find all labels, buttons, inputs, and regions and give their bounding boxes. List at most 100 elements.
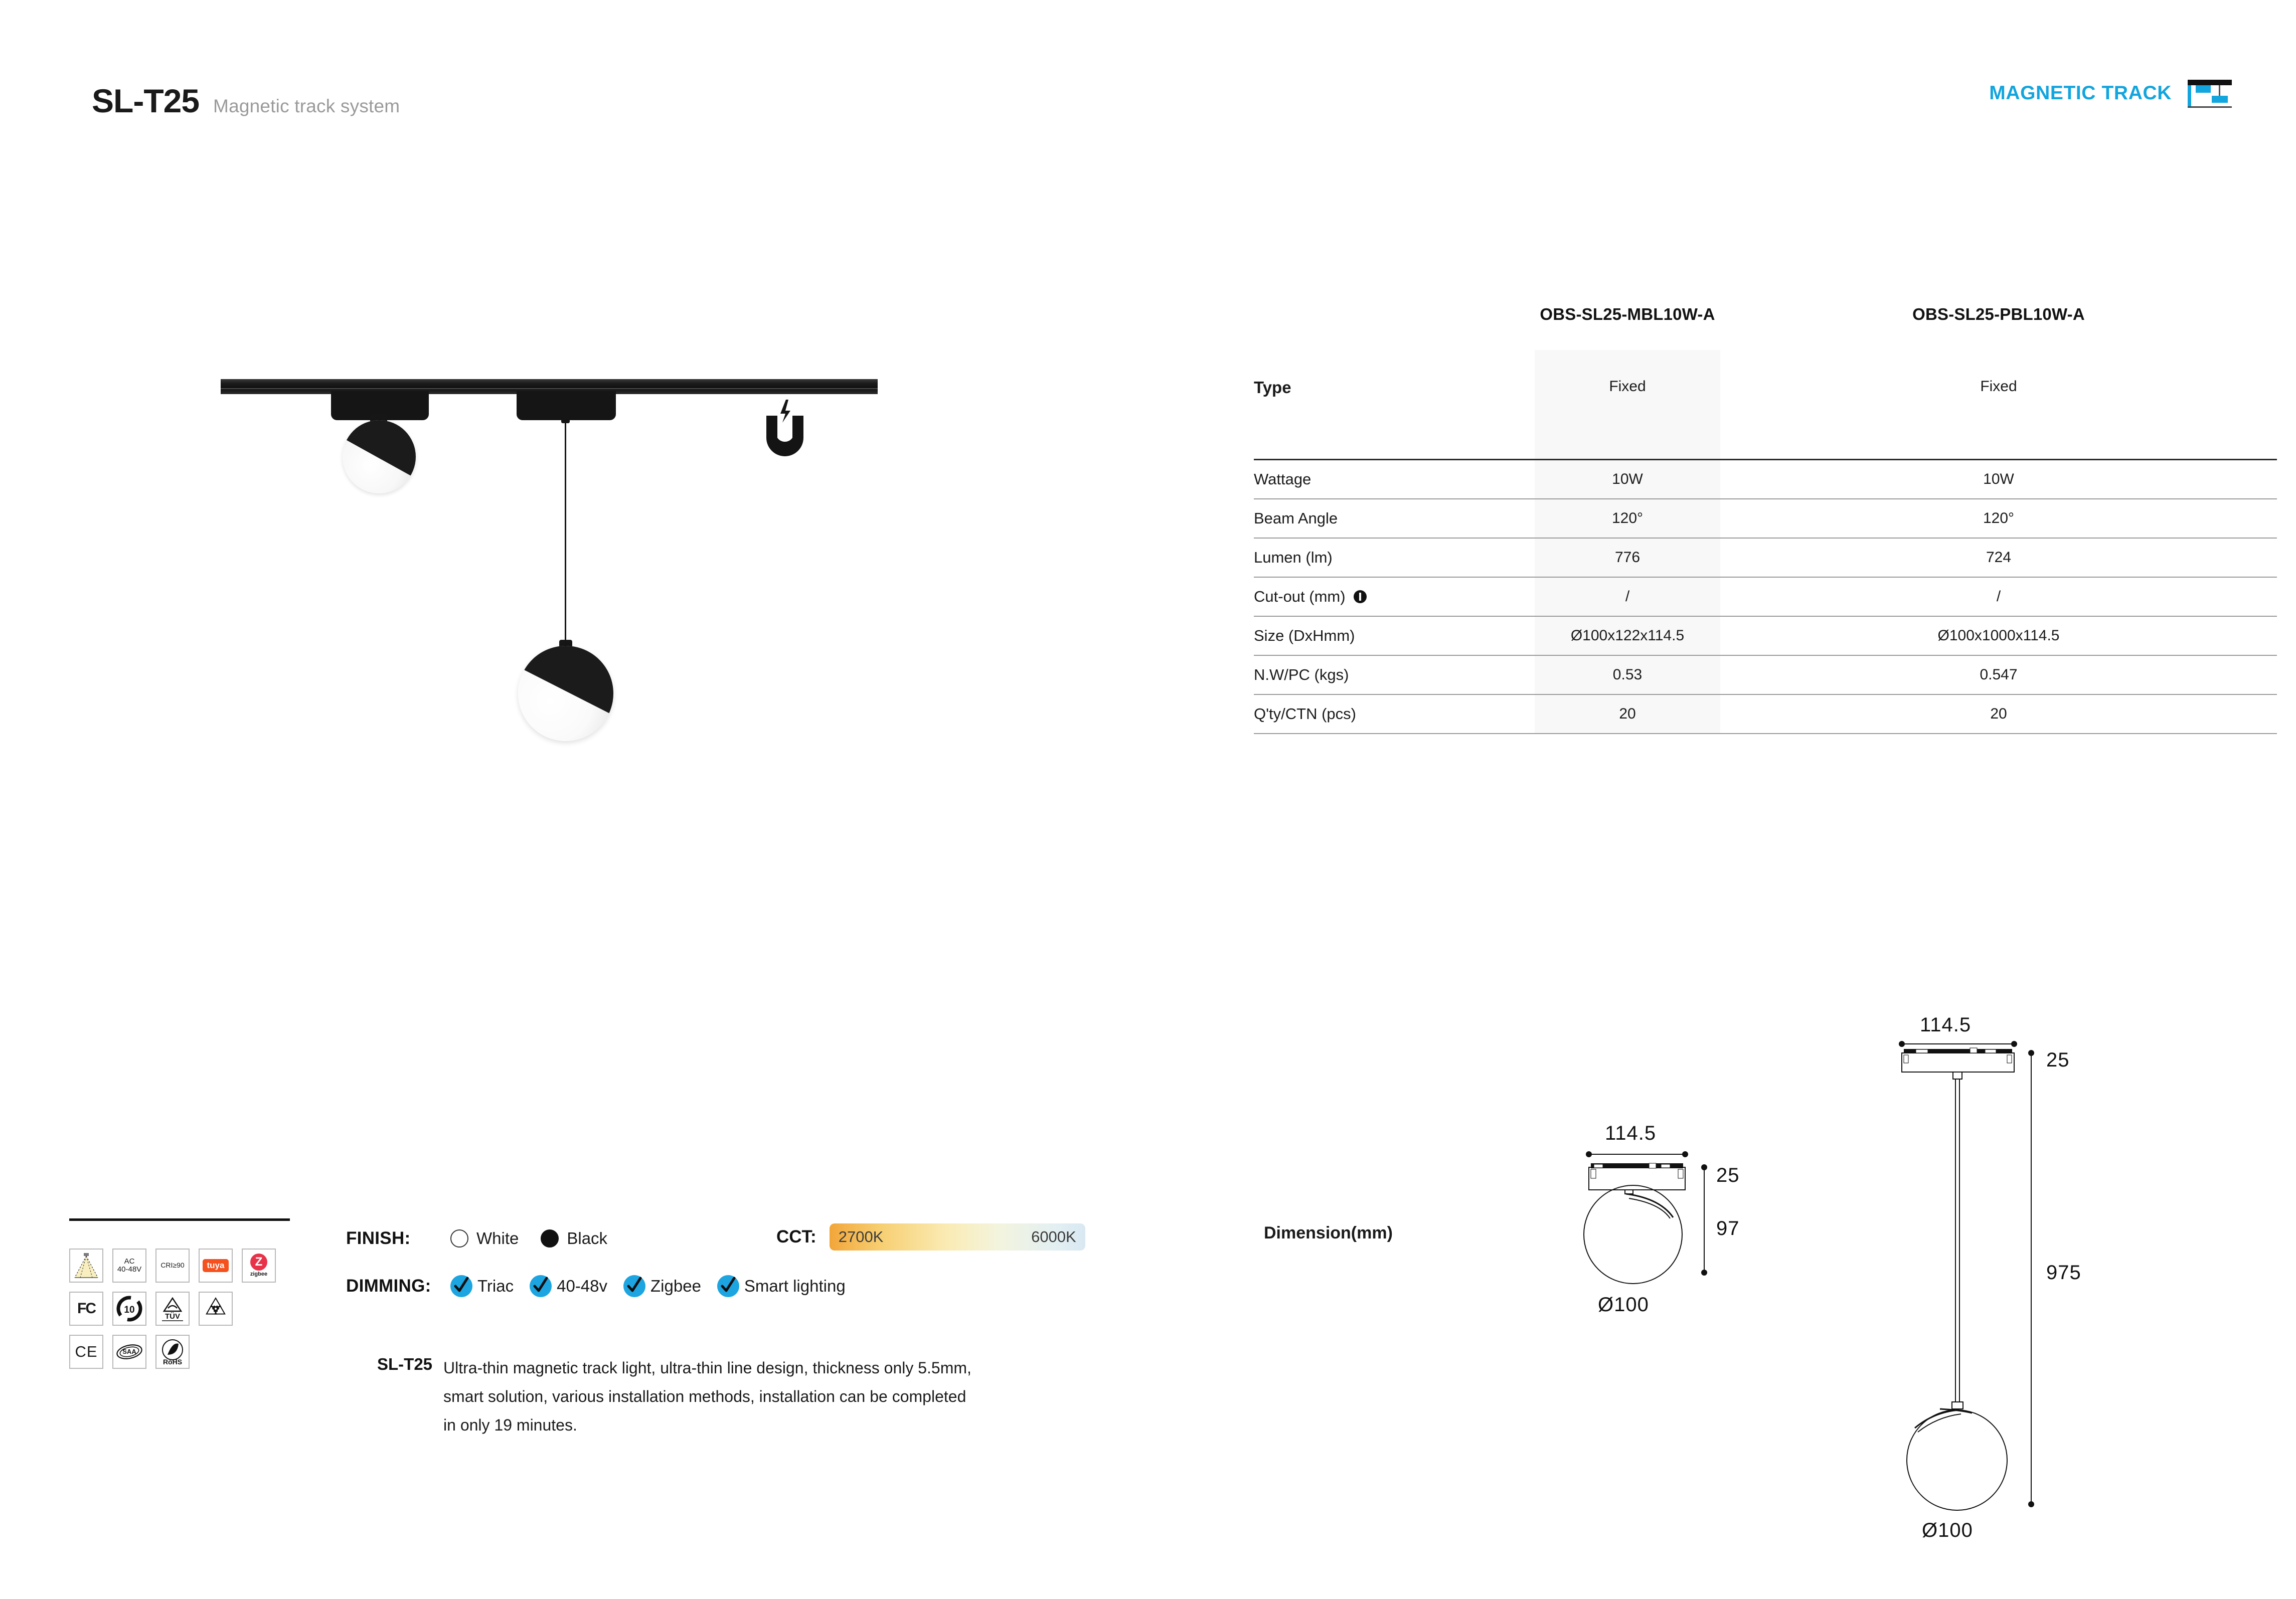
check-icon	[623, 1275, 646, 1297]
description-code: SL-T25	[377, 1355, 433, 1373]
svg-text:TÜV: TÜV	[165, 1312, 180, 1321]
category-label: MAGNETIC TRACK	[1989, 82, 2172, 104]
cct-label: CCT:	[776, 1227, 816, 1247]
dimming-option-label: Zigbee	[650, 1277, 701, 1295]
ce-badge: CE	[69, 1335, 103, 1369]
highlighted-column	[1535, 350, 1720, 734]
cct-block: CCT: 2700K 6000K	[776, 1223, 1085, 1251]
row-label: Wattage	[1254, 470, 1311, 488]
check-icon	[530, 1275, 552, 1297]
row-label: Type	[1254, 378, 1291, 397]
zigbee-badge: Z zigbee	[242, 1249, 276, 1283]
dimension-block: Dimension(mm)	[1264, 1223, 1393, 1243]
dimming-option-label: 40-48v	[557, 1277, 608, 1295]
row-value-pbl: 0.547	[1980, 666, 2018, 683]
pendant-cable	[565, 418, 566, 644]
row-value-pbl: 10W	[1983, 471, 2014, 487]
table-row: Cut-out (mm) / /	[1254, 578, 2277, 617]
black-swatch-icon	[541, 1229, 559, 1248]
dimming-option-zigbee[interactable]: Zigbee	[623, 1275, 701, 1297]
svg-text:SAA: SAA	[122, 1348, 136, 1355]
table-row: Type Fixed Fixed	[1254, 350, 2277, 460]
dimming-label: DIMMING:	[346, 1276, 431, 1296]
row-value-pbl: 724	[1986, 549, 2012, 566]
row-label: Cut-out (mm)	[1254, 588, 1535, 606]
dim-width-label: 114.5	[1920, 1014, 1972, 1036]
finish-option-white[interactable]: White	[450, 1229, 519, 1248]
ce-text: CE	[75, 1343, 98, 1361]
recycle-badge	[199, 1292, 233, 1326]
cct-gradient-bar[interactable]: 2700K 6000K	[829, 1223, 1085, 1251]
dimming-option-label: Triac	[477, 1277, 514, 1295]
cri-badge: CRI≥90	[155, 1249, 190, 1283]
row-value-mbl: 120°	[1611, 510, 1644, 526]
dimming-option-label: Smart lighting	[744, 1277, 846, 1295]
row-label-text: Cut-out (mm)	[1254, 588, 1346, 605]
rohs10-badge: 10	[112, 1292, 146, 1326]
dim-module-height-label: 25	[1716, 1164, 1740, 1186]
row-value-pbl: 20	[1990, 705, 2007, 722]
table-row: Lumen (lm) 776 724	[1254, 539, 2277, 578]
table-row: Wattage 10W 10W	[1254, 460, 2277, 499]
row-label: Size (DxHmm)	[1254, 627, 1355, 644]
row-label: Q'ty/CTN (pcs)	[1254, 705, 1356, 723]
tuv-badge: TÜV	[155, 1292, 190, 1326]
dimming-row: DIMMING: Triac 40-48v	[346, 1271, 1149, 1301]
fcc-text: FC	[77, 1300, 96, 1317]
dim-diameter-label: Ø100	[1598, 1294, 1649, 1316]
row-value-pbl: Ø100x1000x114.5	[1937, 627, 2060, 644]
dimming-option-40-48v[interactable]: 40-48v	[530, 1275, 607, 1297]
row-value-pbl: Fixed	[1980, 378, 2017, 395]
table-row: Size (DxHmm) Ø100x122x114.5 Ø100x1000x11…	[1254, 617, 2277, 656]
table-row: N.W/PC (kgs) 0.53 0.547	[1254, 656, 2277, 695]
product-subtitle: Magnetic track system	[213, 96, 400, 116]
row-value-mbl: /	[1625, 588, 1630, 605]
pendant-lamp-globe	[518, 646, 613, 741]
category-block: MAGNETIC TRACK	[1989, 78, 2232, 109]
check-icon	[717, 1275, 739, 1297]
dimension-title: Dimension(mm)	[1264, 1223, 1393, 1242]
row-value-mbl: Ø100x122x114.5	[1570, 627, 1685, 644]
description-block: SL-T25 Ultra-thin magnetic track light, …	[377, 1354, 979, 1440]
table-header-row: OBS-SL25-MBL10W-A OBS-SL25-PBL10W-A	[1254, 291, 2277, 350]
finish-option-label: White	[476, 1229, 519, 1248]
row-label: Beam Angle	[1254, 509, 1338, 527]
row-value-pbl: 120°	[1983, 510, 2015, 526]
cri-text: CRI≥90	[160, 1261, 185, 1270]
magnetic-track-icon	[2185, 78, 2232, 109]
row-value-mbl: 20	[1619, 705, 1636, 722]
svg-text:RoHS: RoHS	[163, 1358, 182, 1366]
svg-text:10: 10	[124, 1305, 134, 1315]
specification-table: OBS-SL25-MBL10W-A OBS-SL25-PBL10W-A Type…	[1254, 291, 2277, 734]
dimming-option-triac[interactable]: Triac	[450, 1275, 514, 1297]
info-icon[interactable]	[1353, 590, 1367, 603]
fcc-badge: FC	[69, 1292, 103, 1326]
table-row: Beam Angle 120° 120°	[1254, 499, 2277, 539]
row-label: N.W/PC (kgs)	[1254, 666, 1349, 683]
certification-row: FC 10 TÜV	[69, 1292, 300, 1326]
dimension-drawing-surface: 114.5 25 97 Ø100	[1535, 1122, 1846, 1479]
zigbee-text: zigbee	[250, 1271, 268, 1278]
row-label: Lumen (lm)	[1254, 549, 1333, 566]
dim-module-height-label: 25	[2046, 1049, 2070, 1071]
tuya-badge: tuya	[199, 1249, 233, 1283]
table-row: Q'ty/CTN (pcs) 20 20	[1254, 695, 2277, 734]
row-value-mbl: Fixed	[1609, 378, 1646, 395]
finish-label: FINISH:	[346, 1228, 411, 1248]
check-icon	[450, 1275, 472, 1297]
finish-row: FINISH: White Black	[346, 1223, 1149, 1254]
finish-option-black[interactable]: Black	[541, 1229, 607, 1248]
saa-badge: SAA	[112, 1335, 146, 1369]
row-value-mbl: 776	[1614, 549, 1641, 566]
dim-drop-label: 975	[2046, 1262, 2081, 1284]
dimming-option-smart-lighting[interactable]: Smart lighting	[717, 1275, 846, 1297]
row-value-mbl: 0.53	[1612, 666, 1643, 683]
magnet-icon	[766, 400, 803, 456]
tuya-logo: tuya	[203, 1259, 229, 1272]
finish-option-label: Black	[567, 1229, 608, 1248]
dim-drop-label: 97	[1716, 1217, 1740, 1239]
zigbee-logo-mark: Z	[250, 1254, 267, 1271]
